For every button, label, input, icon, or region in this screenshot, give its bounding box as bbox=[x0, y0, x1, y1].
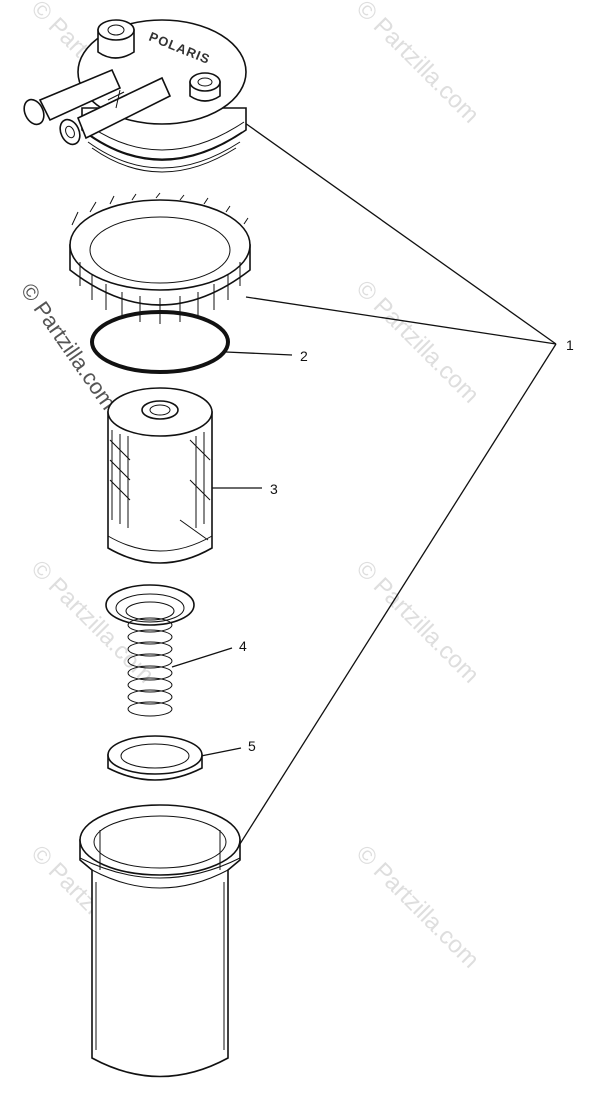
callout-3: 3 bbox=[270, 481, 278, 497]
retaining-ring bbox=[69, 192, 251, 324]
callout-4: 4 bbox=[239, 638, 247, 654]
leader-lines bbox=[171, 122, 557, 856]
watermark-7: © Partzilla.com bbox=[351, 840, 484, 973]
spring-assembly bbox=[105, 584, 195, 717]
watermark-2: © Partzilla.com bbox=[351, 0, 484, 129]
o-ring bbox=[90, 310, 230, 374]
watermark-3: © Partzilla.com bbox=[351, 275, 484, 408]
filter-head-cover: POLARIS bbox=[23, 19, 247, 173]
callout-2: 2 bbox=[300, 348, 308, 364]
filter-bowl bbox=[79, 804, 241, 1078]
filter-element bbox=[107, 387, 213, 564]
watermark-5: © Partzilla.com bbox=[351, 555, 484, 688]
callout-labels: 1 2 3 4 5 bbox=[239, 337, 574, 754]
gasket-washer bbox=[107, 735, 203, 781]
callout-5: 5 bbox=[248, 738, 256, 754]
callout-1: 1 bbox=[566, 337, 574, 353]
